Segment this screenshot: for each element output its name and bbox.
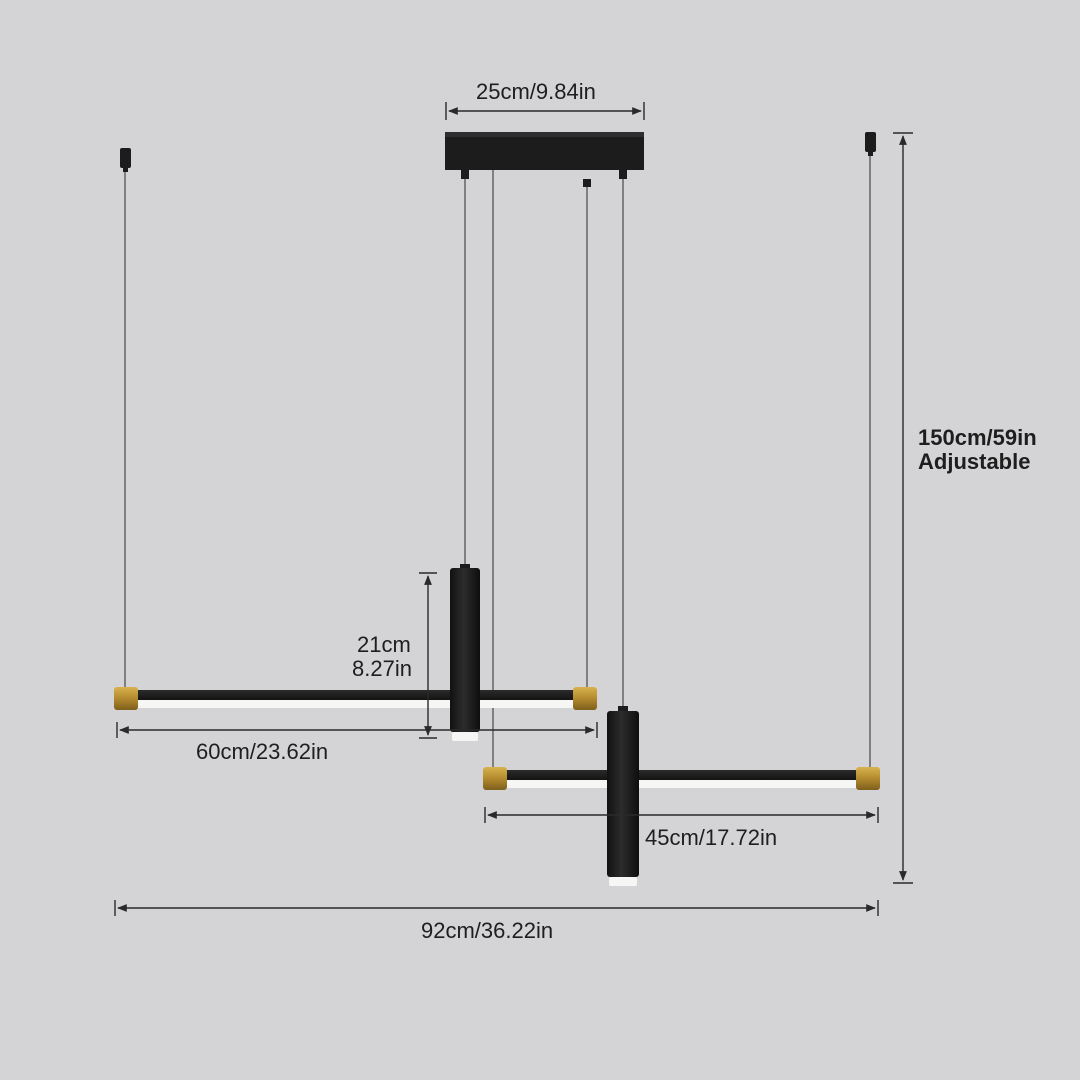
suspension-cables (124, 156, 871, 768)
total-width-label: 92cm/36.22in (421, 918, 554, 943)
left-bar-width-label: 60cm/23.62in (196, 739, 329, 764)
right-bar-width-label: 45cm/17.72in (645, 825, 778, 850)
tube-height-cm-label: 21cm (357, 632, 411, 657)
ceiling-canopy (445, 132, 644, 187)
cable-anchor-right (865, 132, 876, 156)
left-led-bar (114, 687, 597, 710)
right-vertical-tube (607, 706, 639, 886)
height-adjustable-label: Adjustable (918, 449, 1031, 474)
height-label: 150cm/59in (918, 425, 1037, 450)
tube-height-in-label: 8.27in (352, 656, 412, 681)
canopy-width-label: 25cm/9.84in (476, 79, 596, 104)
right-led-bar (483, 767, 880, 790)
cable-anchor-left (120, 148, 131, 172)
dimension-lines (114, 102, 913, 916)
left-vertical-tube (450, 564, 480, 741)
